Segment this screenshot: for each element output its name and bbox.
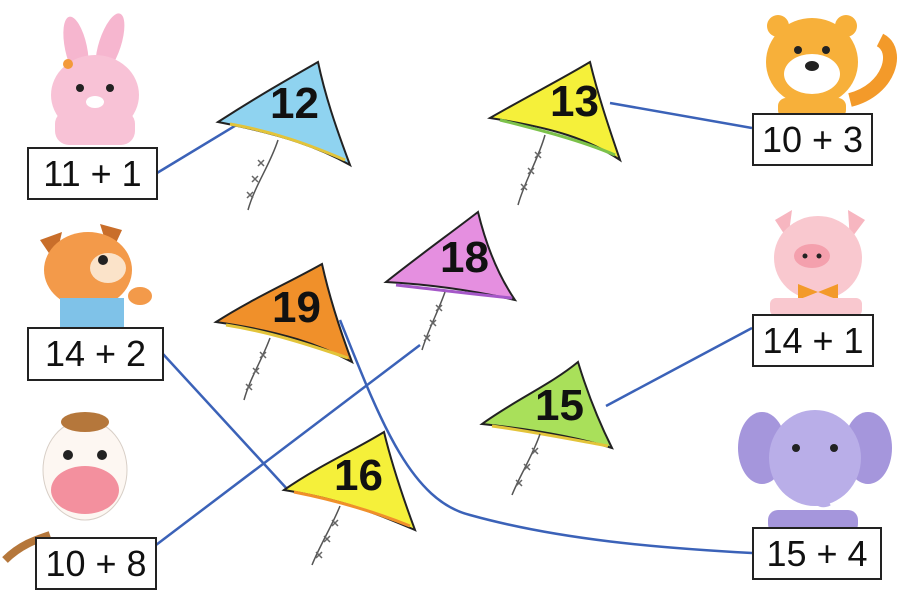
line-elephant-to-19 xyxy=(338,319,753,555)
line-dog-to-16 xyxy=(162,353,289,491)
expression-box-cow[interactable]: 10 + 8 xyxy=(35,537,157,590)
kite-19-sail xyxy=(213,262,354,365)
expression-box-pig[interactable]: 14 + 1 xyxy=(752,314,874,367)
kite-18[interactable]: 18 xyxy=(383,210,518,351)
kite-12-number: 12 xyxy=(270,79,319,128)
expression-box-tiger[interactable]: 10 + 3 xyxy=(752,113,873,166)
kite-19-number: 19 xyxy=(272,283,321,332)
line-rabbit-to-12 xyxy=(156,122,239,175)
tiger-illustration xyxy=(766,15,897,118)
kite-16-number: 16 xyxy=(334,451,383,500)
kite-15-sail xyxy=(479,360,614,450)
kite-19[interactable]: 19 xyxy=(213,262,354,401)
elephant-illustration xyxy=(738,410,892,534)
kite-12[interactable]: 12 xyxy=(215,60,352,211)
line-pig-to-15 xyxy=(605,326,753,408)
connecting-lines xyxy=(155,101,753,555)
dog-illustration xyxy=(40,224,152,328)
kite-13[interactable]: 13 xyxy=(487,60,622,206)
rabbit-illustration xyxy=(51,13,139,145)
kite-16[interactable]: 16 xyxy=(281,430,417,566)
kite-13-number: 13 xyxy=(550,77,599,126)
line-tiger-to-13 xyxy=(609,101,753,130)
kite-18-number: 18 xyxy=(440,233,489,282)
kite-15[interactable]: 15 xyxy=(479,360,614,496)
expression-box-dog[interactable]: 14 + 2 xyxy=(27,327,164,381)
kite-15-number: 15 xyxy=(535,381,584,430)
kite-18-sail xyxy=(383,210,518,302)
pig-illustration xyxy=(770,210,865,316)
line-cow-to-18 xyxy=(155,344,421,546)
expression-box-rabbit[interactable]: 11 + 1 xyxy=(27,147,158,200)
expression-box-elephant[interactable]: 15 + 4 xyxy=(752,527,882,580)
kite-13-sail xyxy=(487,60,622,163)
cow-illustration xyxy=(2,412,128,563)
